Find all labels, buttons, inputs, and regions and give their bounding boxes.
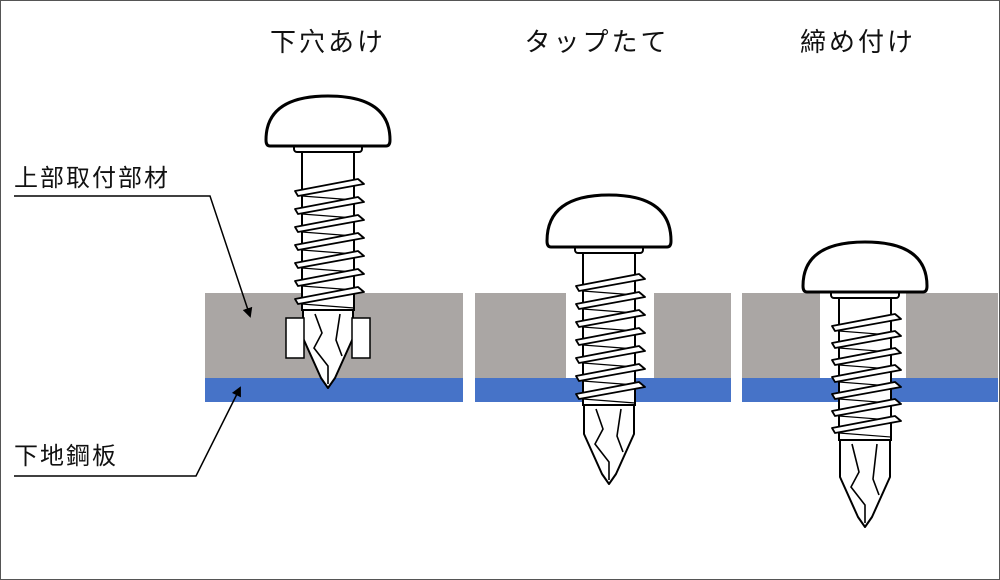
thread-crest xyxy=(831,330,902,349)
thread-crest xyxy=(575,291,646,310)
thread-crest xyxy=(294,178,365,197)
thread-crest xyxy=(831,364,902,383)
drill-chips xyxy=(285,317,371,359)
upper-member-left xyxy=(475,293,566,378)
label-upper-member: 上部取付部材 xyxy=(14,164,170,192)
screw-fastening xyxy=(801,240,929,528)
thread-crest xyxy=(831,347,902,366)
label-base-steel: 下地鋼板 xyxy=(14,442,118,470)
thread-crest xyxy=(575,345,646,364)
leader-upper-member xyxy=(14,195,253,318)
thread-crest xyxy=(294,232,365,251)
thread-root xyxy=(301,303,355,309)
drill-point xyxy=(302,309,354,389)
thread-crest xyxy=(831,313,902,332)
thread-crest xyxy=(575,273,646,292)
drill-point xyxy=(839,439,891,528)
stage-title-drilling: 下穴あけ xyxy=(269,28,386,58)
drill-flute xyxy=(313,313,343,384)
stage-title-fastening: 締め付け xyxy=(799,28,916,58)
screw-threads xyxy=(575,273,646,404)
leader-base-steel xyxy=(14,386,241,477)
thread-crest xyxy=(575,309,646,328)
thread-crest xyxy=(575,363,646,382)
chip-left xyxy=(285,317,305,359)
upper-member-left xyxy=(742,293,820,378)
screw-head xyxy=(264,94,392,148)
screw-head xyxy=(801,240,929,294)
thread-crest xyxy=(294,196,365,215)
upper-member-right xyxy=(906,293,998,378)
drill-flute xyxy=(850,443,880,523)
drill-flute xyxy=(594,408,624,480)
thread-crest xyxy=(294,250,365,269)
thread-root xyxy=(582,398,636,404)
screw-tapping xyxy=(545,193,673,485)
thread-crest xyxy=(294,286,365,305)
stage-title-tapping: タップたて xyxy=(524,28,670,58)
drill-point xyxy=(583,404,635,485)
base-steel-plate xyxy=(205,378,463,402)
thread-crest xyxy=(831,381,902,400)
thread-crest xyxy=(294,214,365,233)
thread-crest xyxy=(575,381,646,400)
thread-crest xyxy=(575,327,646,346)
thread-crest xyxy=(831,398,902,417)
screw-threads xyxy=(831,313,902,438)
screw-head xyxy=(545,193,673,249)
chip-right xyxy=(351,317,371,359)
upper-member-right xyxy=(654,293,731,378)
thread-root xyxy=(838,432,892,438)
screw-drilling xyxy=(264,94,392,389)
screw-threads xyxy=(294,178,365,309)
thread-crest xyxy=(294,268,365,287)
thread-crest xyxy=(831,415,902,434)
